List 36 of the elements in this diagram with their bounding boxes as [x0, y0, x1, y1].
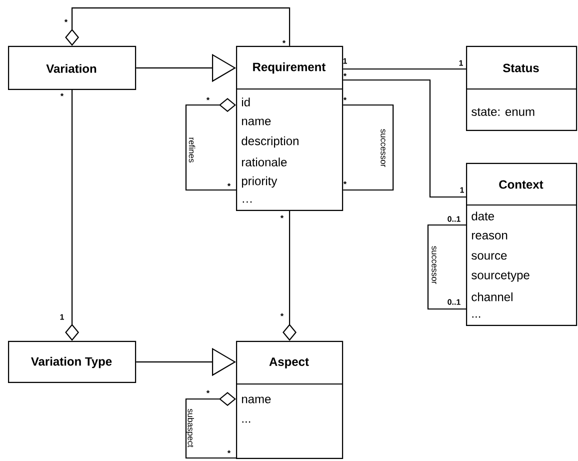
association-line [343, 68, 466, 70]
aggregation-line [185, 98, 236, 191]
aggregation-line [65, 90, 80, 341]
multiplicity-label: 0..1 [448, 216, 460, 222]
multiplicity-label: * [227, 183, 231, 186]
association-line [343, 104, 394, 191]
class-box: Requirement id name description rationale priority … [236, 46, 344, 211]
multiplicity-label: * [280, 313, 284, 316]
multiplicity-label: * [227, 450, 231, 454]
multiplicity-label: * [343, 97, 347, 100]
association-line [427, 224, 466, 310]
multiplicity-label: 1 [60, 314, 64, 320]
multiplicity-label: * [343, 181, 347, 184]
multiplicity-label: 1 [459, 60, 463, 66]
class-box: Aspect name ... [236, 340, 344, 459]
multiplicity-label: * [206, 97, 210, 100]
role-label: refines [188, 138, 196, 162]
class-box: Context date reason source sourcetype channel ... [466, 162, 578, 326]
aggregation-line [282, 211, 297, 341]
class-box: Variation [8, 46, 136, 90]
multiplicity-label: 1 [343, 58, 347, 64]
role-label: subaspect [186, 408, 194, 448]
association-line [343, 79, 466, 198]
multiplicity-label: * [280, 215, 284, 218]
role-label: successor [380, 129, 386, 167]
multiplicity-label: * [282, 40, 286, 44]
multiplicity-label: * [343, 73, 347, 76]
aggregation-line [65, 7, 290, 46]
multiplicity-label: * [64, 19, 68, 22]
multiplicity-label: 0..1 [448, 299, 460, 305]
multiplicity-label: * [206, 390, 210, 394]
role-label: successor [432, 246, 436, 284]
class-box: Status state: enum [466, 46, 578, 131]
class-box: Variation Type [8, 340, 136, 383]
aggregation-line [185, 392, 236, 459]
multiplicity-label: 1 [460, 187, 464, 193]
